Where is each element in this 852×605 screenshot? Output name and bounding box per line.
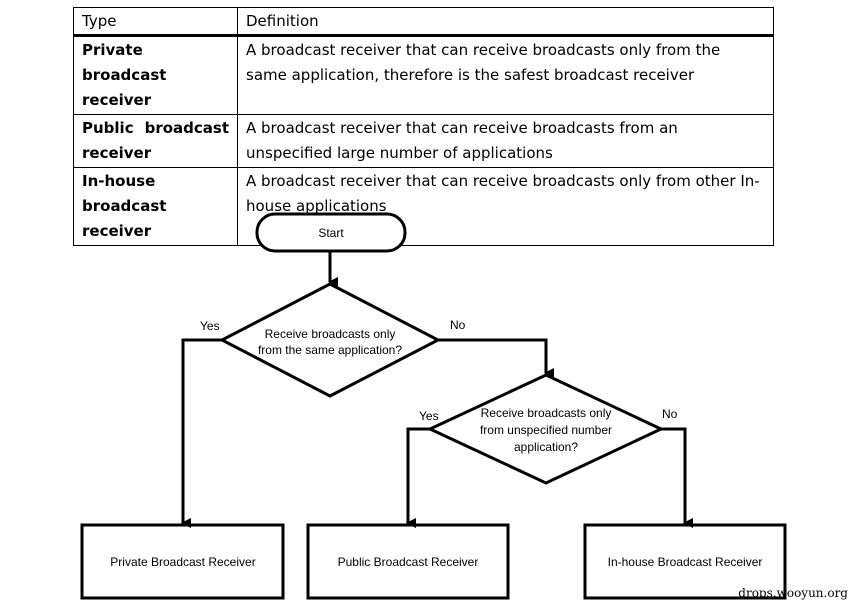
private-receiver-box <box>80 523 285 600</box>
inhouse-receiver-box <box>583 523 787 600</box>
public-receiver-box <box>306 523 510 600</box>
decision2-line2: from unspecified number <box>480 423 612 437</box>
decision1-line1: Receive broadcasts only <box>265 327 396 341</box>
type-cell: Public broadcast receiver <box>73 114 238 168</box>
decision2-line3: application? <box>514 440 578 454</box>
watermark: drops.wooyun.org <box>738 586 848 600</box>
decision2-line1: Receive broadcasts only <box>481 406 612 420</box>
arrow-no2 <box>661 427 693 528</box>
private-receiver-label: Private Broadcast Receiver <box>110 555 255 569</box>
header-type: Type <box>73 7 238 37</box>
decision2-node <box>426 373 665 485</box>
definition-cell: A broadcast receiver that can receive br… <box>237 167 774 246</box>
definition-cell: A broadcast receiver that can receive br… <box>237 35 774 115</box>
decision1-line2: from the same application? <box>258 343 402 357</box>
header-definition: Definition <box>237 7 774 37</box>
public-receiver-label: Public Broadcast Receiver <box>338 555 479 569</box>
start-label: Start <box>318 226 344 240</box>
no-label-1: No <box>450 318 466 332</box>
inhouse-receiver-label: In-house Broadcast Receiver <box>608 555 763 569</box>
decision1-node <box>218 282 442 398</box>
arrow-yes1 <box>181 338 222 528</box>
yes-label-1: Yes <box>200 319 220 333</box>
arrow-no1 <box>438 338 554 378</box>
definition-cell: A broadcast receiver that can receive br… <box>237 114 774 168</box>
no-label-2: No <box>662 407 678 421</box>
arrow-yes2 <box>406 427 430 528</box>
yes-label-2: Yes <box>419 409 439 423</box>
